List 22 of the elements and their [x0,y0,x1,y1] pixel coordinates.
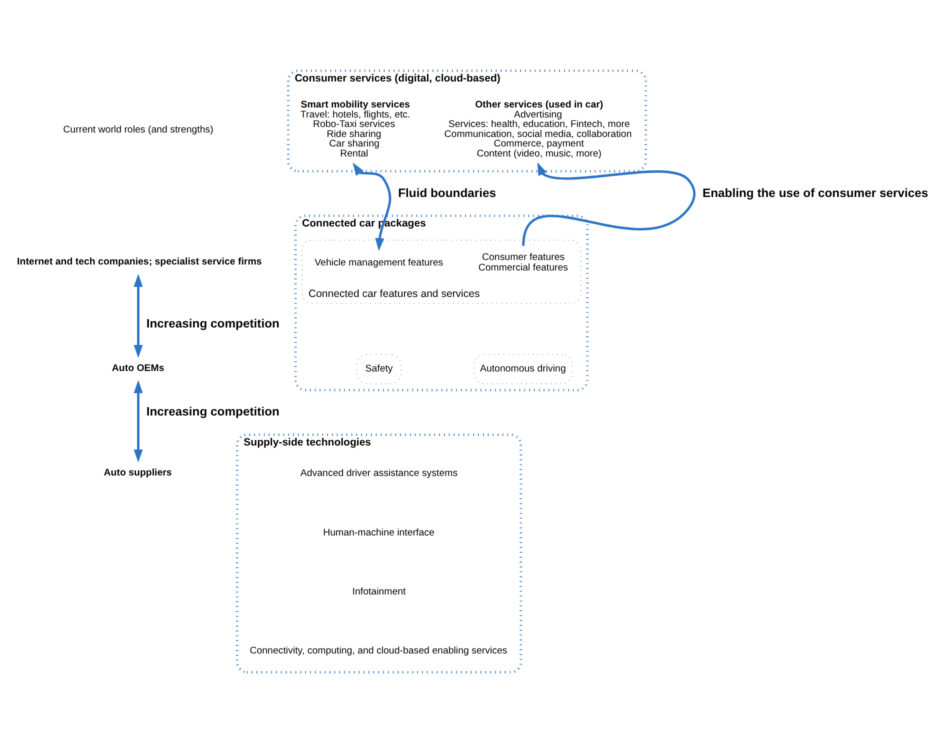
arrow [352,162,392,252]
node-text: Connectivity, computing, and cloud-based enabling services [250,646,508,657]
edge-label: Increasing competition [146,404,280,419]
node-text: Vehicle management features [314,257,444,268]
arrow [134,274,143,358]
node-text: Infotainment [352,586,406,598]
edge-label: Increasing competition [146,316,280,330]
node-text: Smart mobility services Travel: hotels, flights, etc. Robo-Taxi services Ride sharing Car sharing Rental [300,100,410,160]
node-box: Autonomous driving [474,354,573,384]
arrow [522,162,696,246]
label: Current world roles (and strengths) [63,124,214,136]
edge-label: Enabling the use of consumer services [702,186,928,200]
node-text: Other services (used in car) Advertising Services: health, education, Fintech, more Communication, social media, collaboration Commerce, payment Content (video, music, more) [444,100,632,160]
node-text: Human-machine interface [323,527,434,538]
node-box: Safety [356,354,402,384]
node-text: Internet and tech companies; specialist service firms [17,256,262,268]
edge-label: Fluid boundaries [398,186,496,200]
node-text: Consumer features Commercial features [478,252,568,274]
node-text: Advanced driver assistance systems [300,468,458,480]
arrow [134,380,143,463]
node-text: Auto suppliers [104,467,172,478]
node-text: Auto OEMs [112,362,164,374]
